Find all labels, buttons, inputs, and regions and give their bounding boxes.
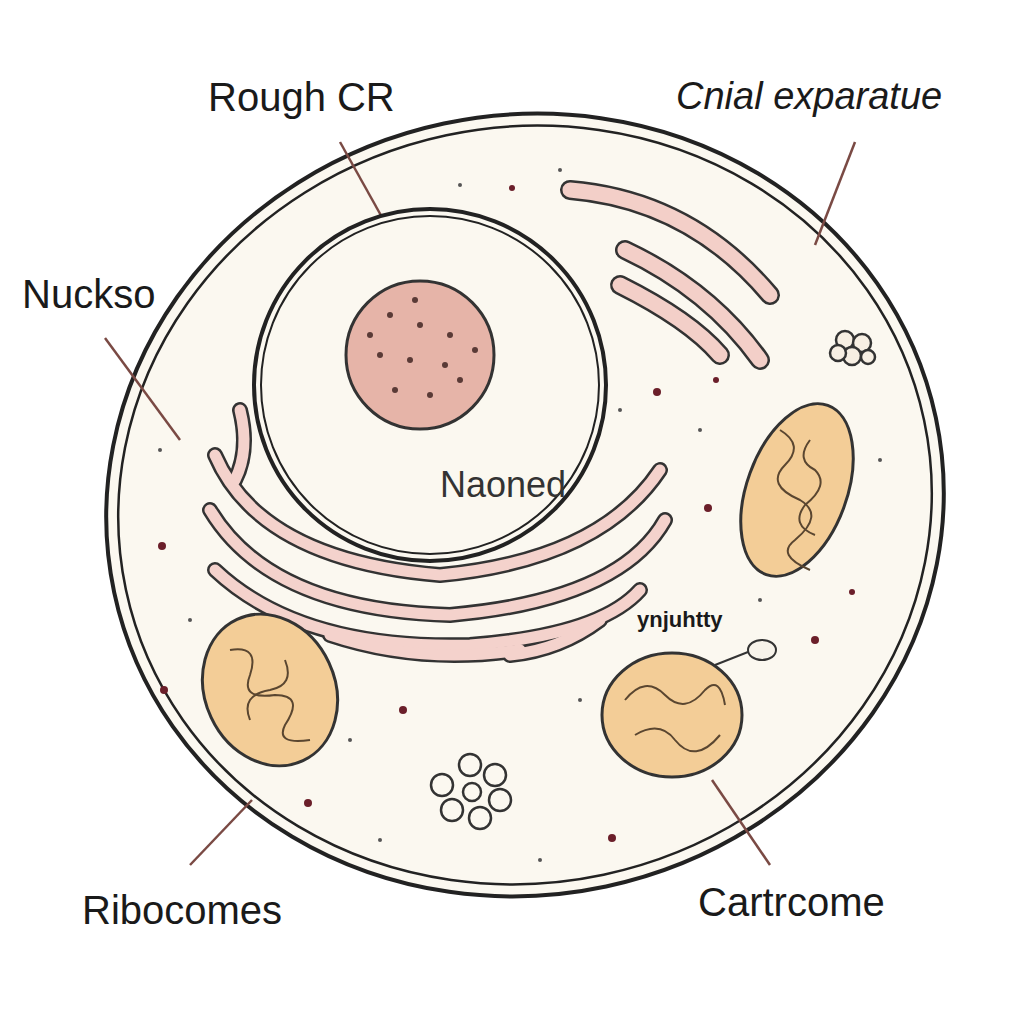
nucleolus-speck <box>387 312 393 318</box>
nucleolus-speck <box>392 387 398 393</box>
part-label: Rough CR <box>208 75 395 119</box>
nucleus: Naoned <box>250 205 610 565</box>
nucleolus-speck <box>377 352 383 358</box>
nucleus-outline <box>250 205 610 565</box>
nucleolus-speck <box>472 347 478 353</box>
nucleolus-speck <box>427 392 433 398</box>
small-label: ynjuhtty <box>637 608 723 632</box>
nucleolus-speck <box>412 297 418 303</box>
nucleolus-speck <box>442 362 448 368</box>
nucleus-label: Naoned <box>440 465 566 505</box>
nucleolus-speck <box>457 377 463 383</box>
nuclear-envelope <box>254 209 606 561</box>
part-label: Ribocomes <box>82 888 282 932</box>
part-label: Cartrcome <box>698 880 885 924</box>
nucleolus <box>346 281 494 429</box>
nucleolus-speck <box>407 357 413 363</box>
nucleolus-speck <box>367 332 373 338</box>
part-label: Nuckso <box>22 272 155 316</box>
nucleolus-speck <box>417 322 423 328</box>
part-label: Cnial exparatue <box>676 76 942 118</box>
nucleolus-speck <box>447 332 453 338</box>
nuclear-envelope-inner <box>261 216 599 554</box>
